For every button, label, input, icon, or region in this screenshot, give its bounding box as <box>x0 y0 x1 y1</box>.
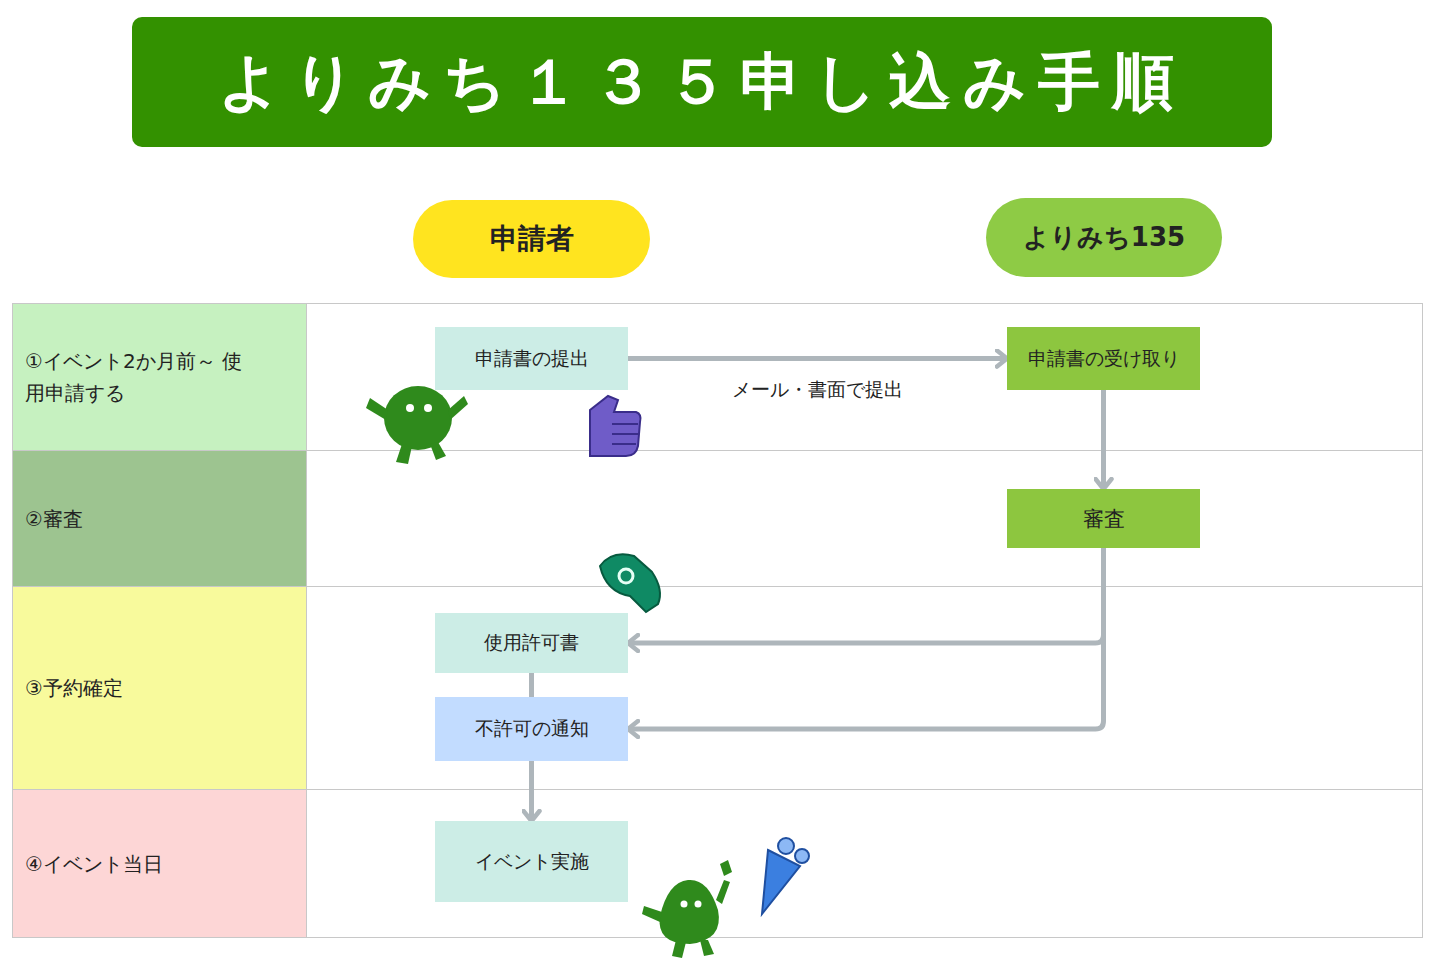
mascot <box>366 386 468 464</box>
row-label-text: ①イベント2か月前～ 使用申請する <box>25 345 255 409</box>
flow-arrow <box>1101 390 1106 489</box>
node-text: イベント実施 <box>475 849 589 875</box>
title-banner: よりみち１３５申し込み手順 <box>132 17 1272 147</box>
process-box: 申請書の提出 <box>435 327 628 390</box>
flow-arrow <box>628 356 1007 361</box>
node-text: 申請書の提出 <box>475 346 589 372</box>
row-label-text: ③予約確定 <box>25 672 123 704</box>
actor-pill: よりみち135 <box>986 198 1222 277</box>
row-label: ③予約確定 <box>12 586 307 790</box>
thumbs-up-icon <box>590 396 641 456</box>
row-label: ④イベント当日 <box>12 789 307 938</box>
ok-hand-icon <box>600 554 660 612</box>
title-text: よりみち１３５申し込み手順 <box>218 40 1186 124</box>
process-box: 不許可の通知 <box>435 697 628 761</box>
flow-arrow <box>628 548 1104 729</box>
node-text: 申請者 <box>490 220 574 258</box>
process-box: 審査 <box>1007 489 1200 548</box>
row-label-text: ④イベント当日 <box>25 848 163 880</box>
cone-icon <box>762 838 809 914</box>
node-text: 審査 <box>1083 505 1125 533</box>
row-label: ②審査 <box>12 450 307 587</box>
mascot <box>642 860 732 958</box>
row-label: ①イベント2か月前～ 使用申請する <box>12 303 307 451</box>
actor-pill: 申請者 <box>413 200 650 278</box>
node-text: 申請書の受け取り <box>1028 346 1180 372</box>
node-text: 不許可の通知 <box>475 716 589 742</box>
process-box: 使用許可書 <box>435 613 628 673</box>
edge-label: メール・書面で提出 <box>732 377 903 403</box>
flow-arrow <box>628 548 1104 643</box>
process-box: 申請書の受け取り <box>1007 327 1200 390</box>
row-label-text: ②審査 <box>25 503 83 535</box>
process-box: イベント実施 <box>435 821 628 902</box>
node-text: 使用許可書 <box>484 630 579 656</box>
node-text: よりみち135 <box>1023 220 1185 255</box>
